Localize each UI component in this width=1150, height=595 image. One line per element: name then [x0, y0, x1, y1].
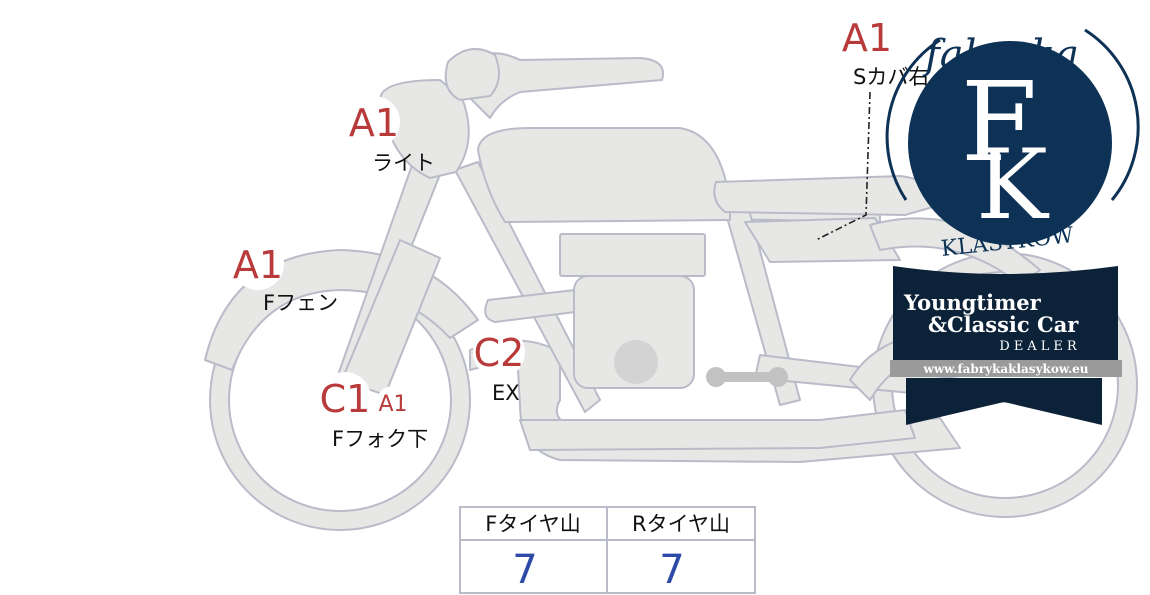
grade-label: A1 — [349, 101, 399, 145]
badge-line-2: &Classic Car — [928, 312, 1079, 337]
tire-tread-table: Fタイヤ山 Rタイヤ山 7 7 — [459, 506, 756, 594]
dealer-watermark-logo: fabryka F K KLASYKÓW Youngtimer &Classic… — [885, 28, 1140, 425]
rear-tire-header: Rタイヤ山 — [632, 512, 730, 536]
grade-marker-headlight: A1 ライト — [348, 96, 435, 175]
part-label: Fフォク下 — [332, 427, 428, 451]
part-label: Sカバ右 — [853, 65, 929, 89]
grade-marker-exhaust: C2 EX — [473, 326, 525, 405]
logo-brand-word: fabryka — [922, 32, 1079, 78]
grade-label: C2 — [474, 331, 525, 375]
logo-dealer-badge: Youngtimer &Classic Car DEALER www.fabry… — [890, 266, 1122, 425]
fuel-tank — [477, 127, 731, 223]
frame-front-downtube — [454, 161, 601, 413]
rear-tire-tread-value: 7 — [659, 547, 684, 593]
sub-grade-label: A1 — [378, 392, 407, 417]
side-cover-leader-line — [815, 91, 871, 241]
grade-marker-side-cover: A1 Sカバ右 — [841, 11, 929, 89]
grade-marker-front-fender: A1 Fフェン — [232, 238, 338, 315]
part-label: EX — [492, 381, 520, 405]
grade-label: A1 — [842, 16, 892, 60]
logo-monogram-disc — [908, 41, 1112, 245]
logo-monogram-k: K — [976, 129, 1050, 241]
seat — [713, 175, 941, 216]
badge-url: www.fabrykaklasykow.eu — [922, 362, 1088, 376]
front-tire-header: Fタイヤ山 — [485, 512, 580, 536]
grade-marker-front-fork-lower: C1 A1 Fフォク下 — [319, 372, 428, 451]
front-tire-tread-value: 7 — [512, 547, 537, 593]
lower-exhaust — [519, 409, 916, 451]
badge-line-3: DEALER — [999, 339, 1080, 354]
logo-outer-ring — [885, 38, 941, 201]
grade-label: A1 — [233, 243, 283, 287]
part-label: ライト — [372, 151, 435, 175]
engine — [484, 233, 788, 389]
side-cover — [744, 217, 901, 263]
badge-line-1: Youngtimer — [903, 290, 1042, 315]
headlight — [379, 79, 470, 179]
part-label: Fフェン — [263, 291, 338, 315]
grade-label: C1 — [320, 377, 371, 421]
logo-monogram-f: F — [961, 58, 1037, 186]
